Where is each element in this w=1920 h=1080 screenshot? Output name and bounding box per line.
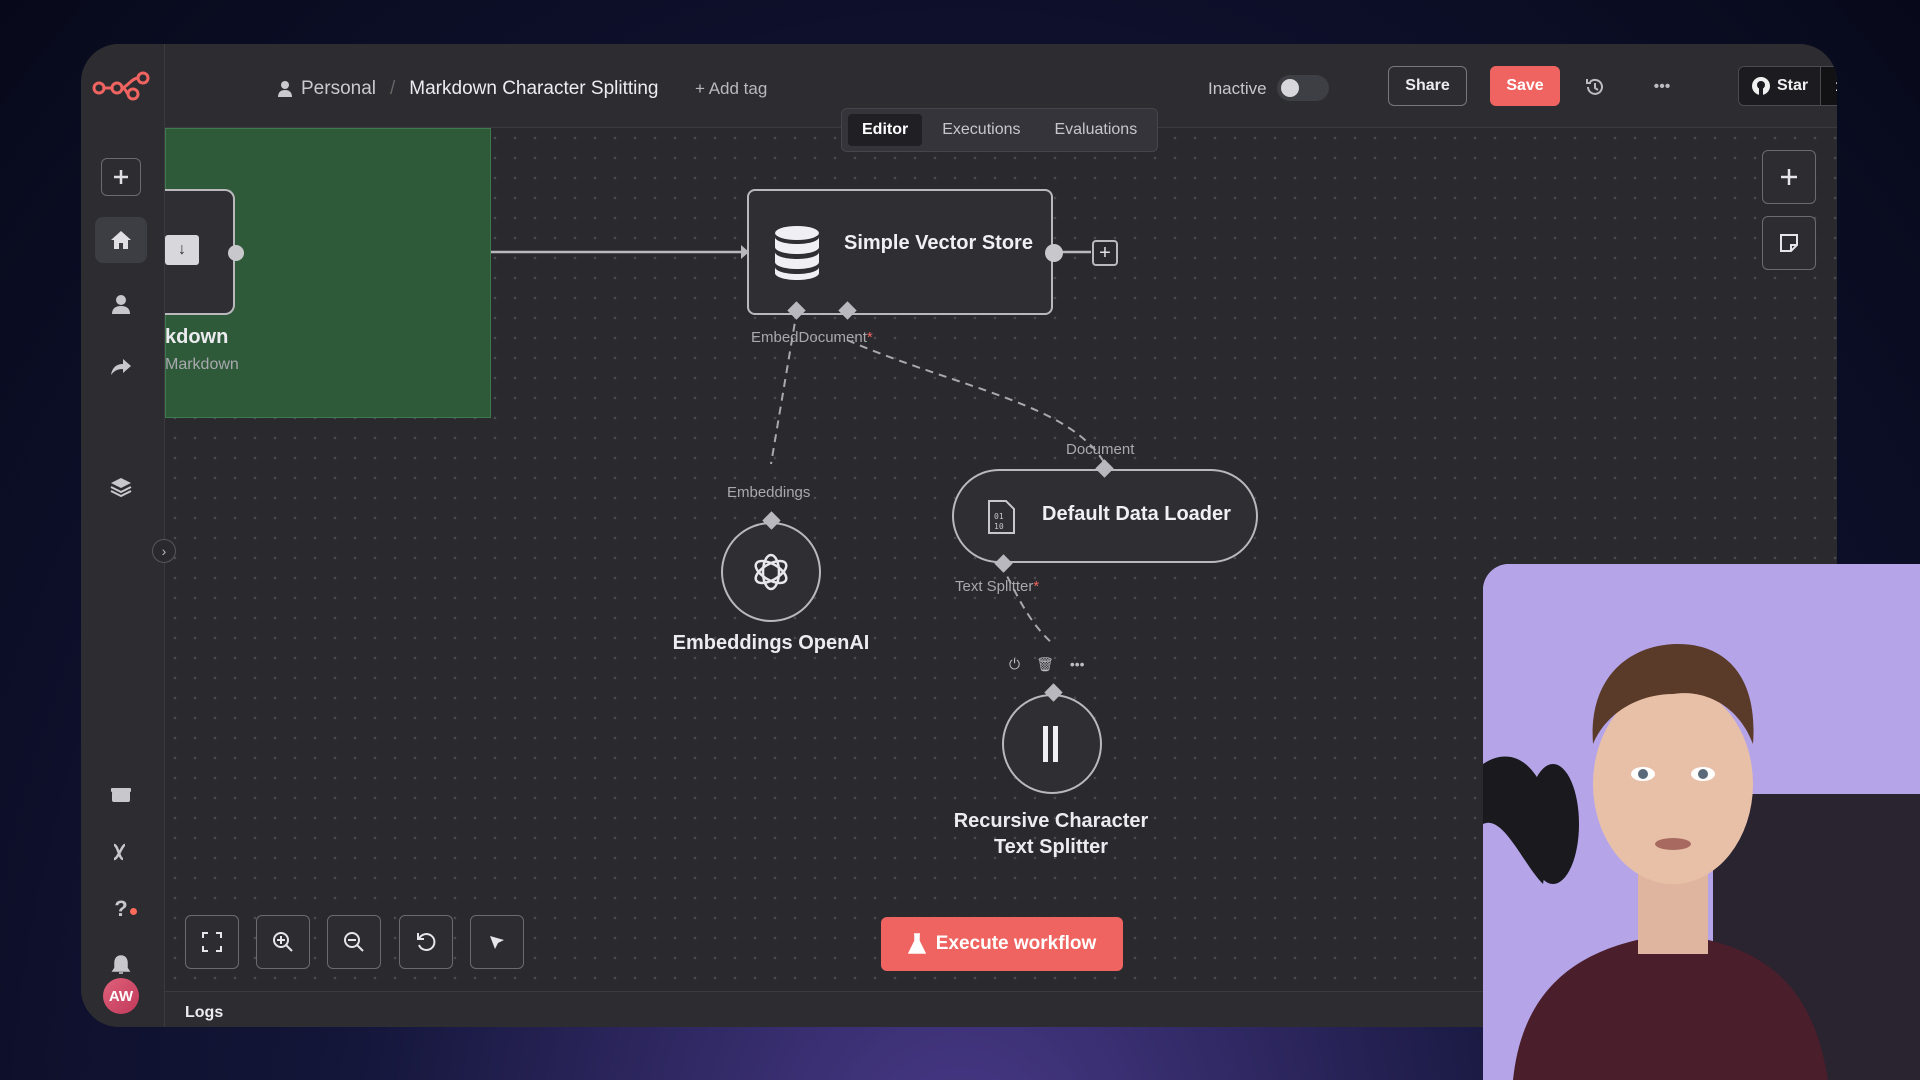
notifications-icon[interactable]	[95, 942, 147, 988]
share-button[interactable]: Share	[1388, 66, 1467, 106]
add-tag-link[interactable]: + Add tag	[695, 79, 768, 98]
top-header: Personal / Markdown Character Splitting …	[165, 44, 1837, 128]
avatar[interactable]: AW	[103, 978, 139, 1014]
data-loader-title: Default Data Loader	[1042, 503, 1231, 525]
user-icon	[278, 81, 292, 97]
zoom-in-icon	[273, 932, 293, 952]
embeddings-openai-title: Embeddings OpenAI	[672, 632, 870, 654]
default-data-loader-node[interactable]: 01 10 Default Data Loader	[952, 469, 1258, 563]
tidy-up-button[interactable]	[470, 915, 524, 969]
svg-text:01: 01	[994, 512, 1004, 521]
github-star-count: 118,272	[1820, 67, 1837, 105]
plus-icon	[1781, 169, 1797, 185]
logs-label: Logs	[185, 1004, 224, 1021]
project-name[interactable]: Personal	[301, 78, 376, 99]
wand-icon	[490, 936, 504, 949]
zoom-out-button[interactable]	[327, 915, 381, 969]
fit-view-button[interactable]	[185, 915, 239, 969]
tab-editor[interactable]: Editor	[848, 114, 923, 146]
share-icon	[111, 359, 131, 375]
plus-icon	[114, 170, 128, 184]
splitter-icon	[1043, 726, 1058, 762]
add-node-plus-icon[interactable]: +	[1092, 240, 1118, 266]
variable-icon	[113, 843, 126, 861]
markdown-node[interactable]: ↓	[165, 189, 235, 315]
github-star-button[interactable]: Star	[1739, 67, 1821, 105]
sidebar-item-templates[interactable]	[95, 464, 147, 510]
zoom-out-icon	[344, 932, 364, 952]
recursive-text-splitter-node[interactable]	[1002, 694, 1102, 794]
simple-vector-store-node[interactable]: Simple Vector Store	[747, 189, 1053, 315]
markdown-node-subtitle: Markdown	[165, 356, 239, 373]
save-button[interactable]: Save	[1490, 66, 1560, 106]
history-icon[interactable]	[1580, 72, 1610, 102]
vector-store-title: Simple Vector Store	[844, 232, 1033, 254]
breadcrumb-separator: /	[390, 78, 396, 99]
help-icon[interactable]: ?	[114, 896, 128, 921]
fullscreen-icon	[202, 932, 222, 952]
add-node-button[interactable]	[1762, 150, 1816, 204]
sidebar-item-home[interactable]	[95, 217, 147, 263]
github-icon	[1752, 77, 1770, 95]
workflow-title[interactable]: Markdown Character Splitting	[409, 78, 659, 99]
sidebar-item-personal[interactable]	[95, 281, 147, 327]
view-tabs: Editor Executions Evaluations	[841, 108, 1159, 152]
tab-evaluations[interactable]: Evaluations	[1054, 121, 1138, 138]
openai-icon	[754, 553, 788, 591]
svg-text:10: 10	[994, 522, 1004, 531]
presenter-video	[1483, 564, 1920, 1080]
embeddings-openai-node[interactable]	[721, 522, 821, 622]
flask-icon	[907, 933, 926, 954]
sidebar-item-shared[interactable]	[95, 344, 147, 390]
vector-store-output-port[interactable]	[1045, 244, 1063, 262]
execute-workflow-button[interactable]: Execute workflow	[881, 917, 1123, 971]
left-sidebar: ? AW	[81, 44, 165, 1027]
add-sticky-button[interactable]	[1762, 216, 1816, 270]
zoom-in-button[interactable]	[256, 915, 310, 969]
active-toggle[interactable]	[1277, 75, 1329, 101]
database-icon	[775, 226, 819, 280]
reset-zoom-button[interactable]	[399, 915, 453, 969]
markdown-output-port[interactable]	[228, 245, 244, 261]
document-port-label: Document	[1066, 441, 1135, 458]
sidebar-item-variables[interactable]	[95, 829, 147, 875]
sidebar-expand-chevron-icon[interactable]: ›	[152, 539, 176, 563]
tab-executions[interactable]: Executions	[942, 121, 1021, 138]
sticky-note-icon	[1780, 234, 1798, 252]
embeddings-port-label: Embeddings	[727, 484, 811, 501]
home-icon	[111, 231, 131, 249]
webcam-overlay	[1483, 564, 1920, 1080]
user-icon	[112, 295, 130, 314]
breadcrumb: Personal / Markdown Character Splitting	[277, 78, 659, 100]
github-star-widget[interactable]: Star 118,272	[1738, 66, 1837, 106]
toggle-knob	[1281, 79, 1299, 97]
sidebar-item-insights[interactable]	[95, 771, 147, 817]
gift-icon	[111, 788, 131, 802]
github-star-label: Star	[1777, 77, 1809, 94]
embed-document-label: EmbedDocument*	[751, 329, 873, 346]
notification-badge	[130, 908, 137, 915]
trash-icon[interactable]: 🗑	[1036, 656, 1054, 672]
undo-icon	[417, 933, 436, 951]
status-label: Inactive	[1208, 79, 1267, 98]
node-toolbar: ⏻ 🗑 •••	[1009, 656, 1085, 673]
create-button[interactable]	[101, 158, 141, 196]
more-icon[interactable]: •••	[1069, 656, 1085, 672]
markdown-node-title: kdown	[165, 326, 229, 348]
binary-file-icon: 01 10	[988, 500, 1015, 534]
execute-label: Execute workflow	[935, 933, 1097, 954]
layers-icon	[110, 478, 132, 497]
n8n-logo-icon	[92, 71, 150, 101]
power-icon[interactable]: ⏻	[1009, 656, 1021, 672]
text-splitter-port-label: Text Splitter*	[955, 578, 1040, 595]
more-options-icon[interactable]: •••	[1653, 78, 1671, 95]
markdown-icon: ↓	[165, 235, 199, 265]
